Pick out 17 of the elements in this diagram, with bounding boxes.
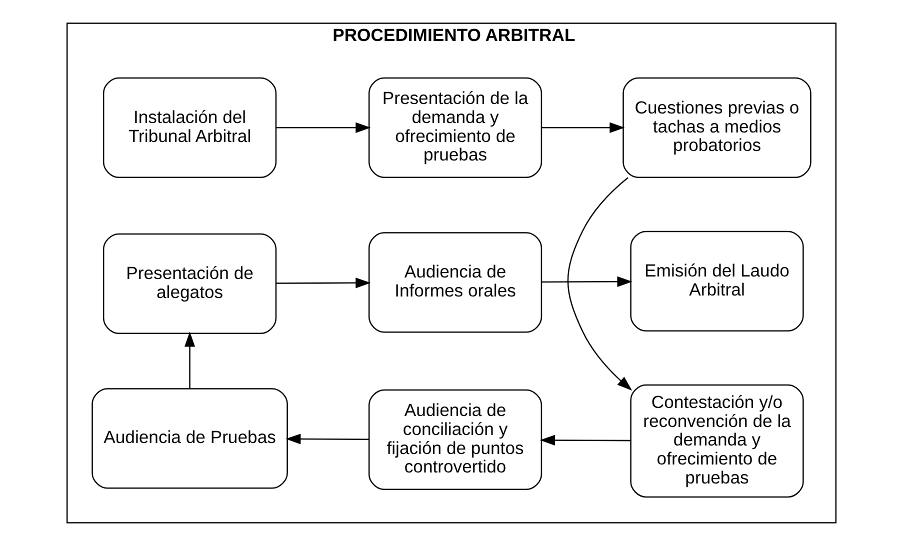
arrow <box>276 122 371 133</box>
node-box: Audiencia de Pruebas <box>92 388 288 489</box>
arrow <box>540 434 630 446</box>
arrow <box>567 177 632 391</box>
node-box: Contestación y/o reconvención de la demanda y ofrecimiento de pruebas <box>630 384 804 498</box>
arrow <box>542 276 632 287</box>
arrow <box>542 122 625 133</box>
node-box: Audiencia de conciliación y fijación de puntos controvertido <box>368 389 542 490</box>
arrow <box>276 278 371 288</box>
node-box: Instalación del Tribunal Arbitral <box>102 77 277 178</box>
node-box: Cuestiones previas o tachas a medios probatorios <box>622 77 812 178</box>
node-box: Audiencia de Informes orales <box>368 232 542 333</box>
arrow <box>184 332 196 388</box>
arrow <box>286 434 369 444</box>
node-box: Presentación de alegatos <box>102 233 277 334</box>
node-box: Emisión del Laudo Arbitral <box>630 230 804 332</box>
node-box: Presentación de la demanda y ofrecimiento de pruebas <box>368 77 542 178</box>
